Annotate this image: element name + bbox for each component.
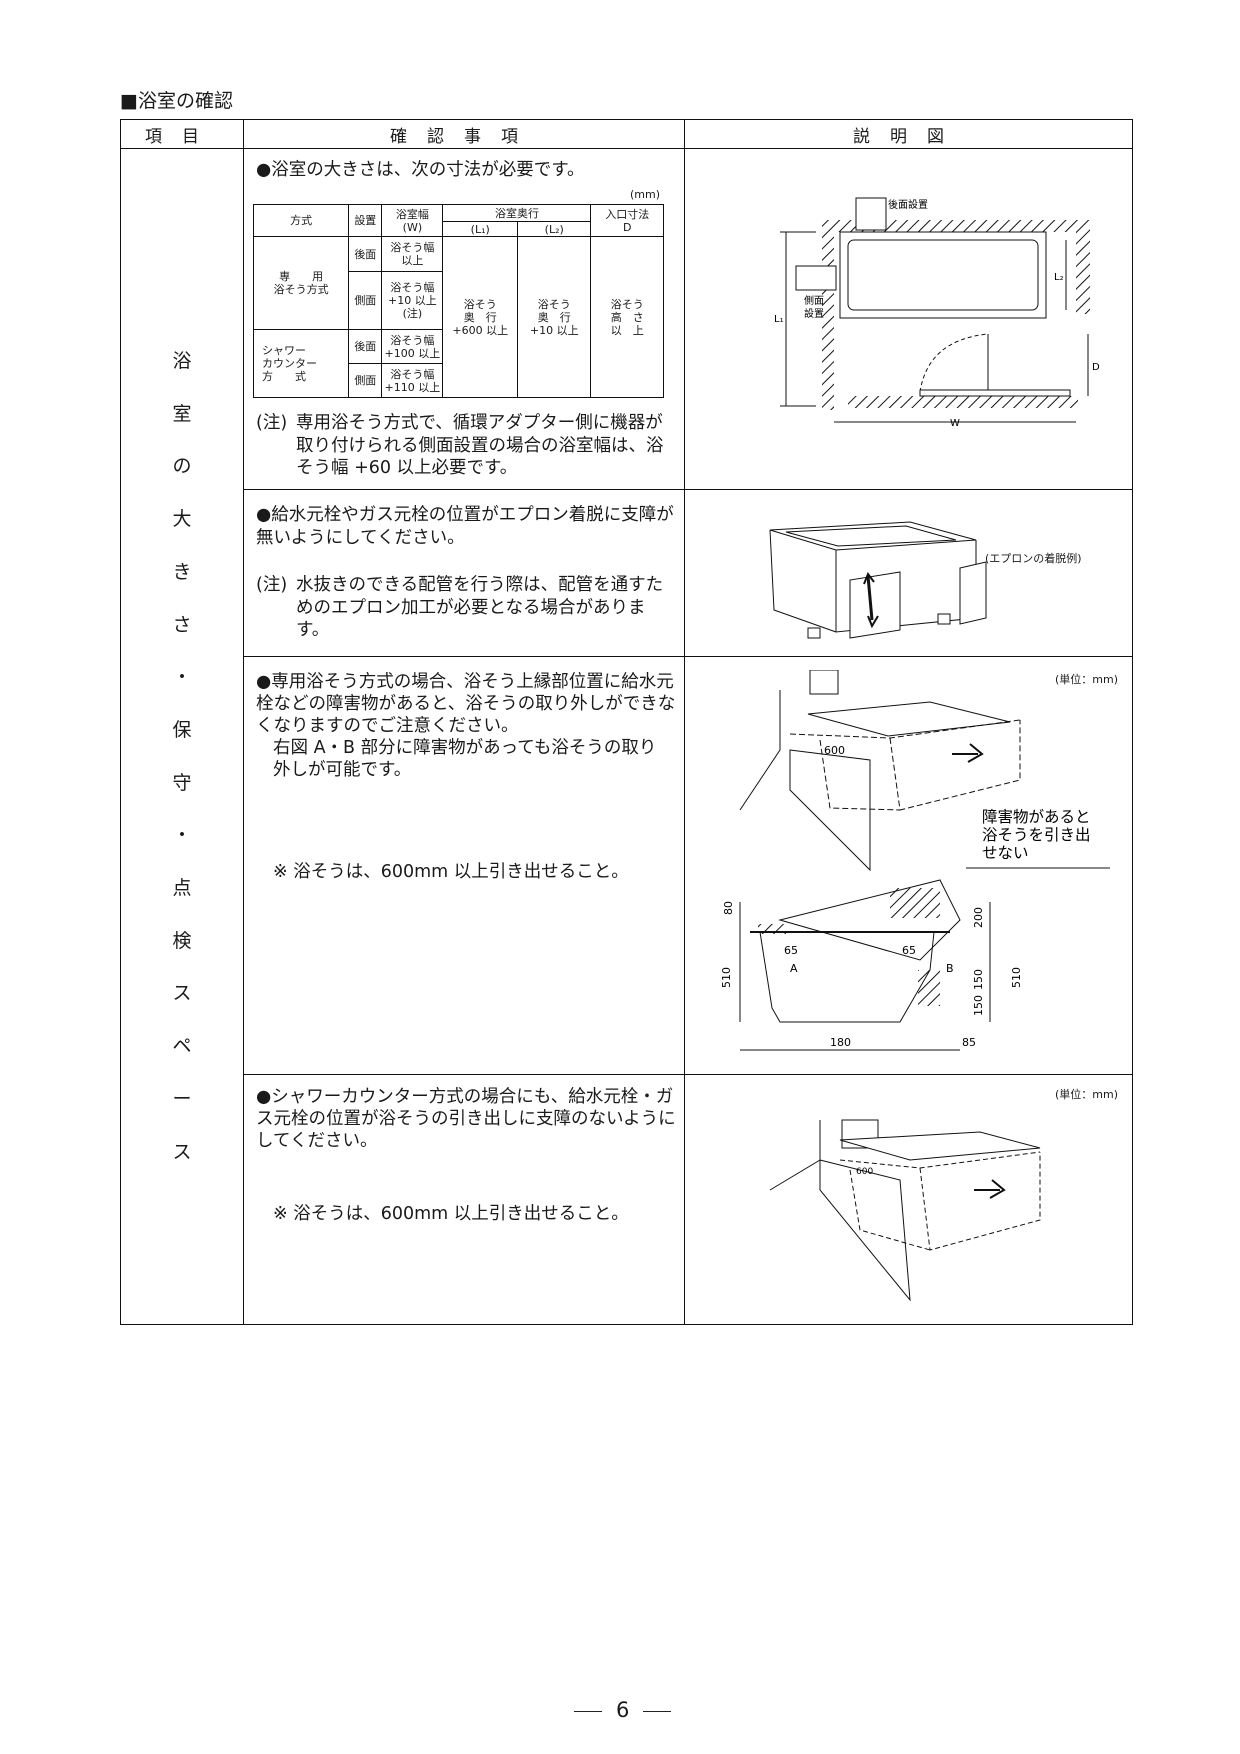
header-diagram: 説明図 [684,119,1133,149]
header-check: 確認事項 [243,119,685,149]
row3-remark: ※ 浴そうは、600mm 以上引き出せること。 [273,862,629,882]
svg-text:600: 600 [824,744,845,757]
row4-remark: ※ 浴そうは、600mm 以上引き出せること。 [273,1204,629,1224]
row2-caption: (エプロンの着脱例) [985,552,1082,565]
svg-text:L₁: L₁ [774,314,784,325]
bathtub-removal-diagram: 600 障害物があると 浴そうを引き出 せない 80 65 65 510 510… [720,670,1110,1051]
row1-note: (注) 専用浴そう方式で、循環アダプター側に機器が取り付けられる側面設置の場合の… [256,413,664,478]
row1-unit: (mm) [630,188,661,201]
svg-text:設置: 設置 [804,307,824,320]
svg-text:85: 85 [962,1036,976,1049]
page-number: 6 [560,1698,685,1722]
row1-bullet: ●浴室の大きさは、次の寸法が必要です。 [256,160,585,180]
svg-text:510: 510 [1010,967,1023,988]
svg-text:障害物があると: 障害物があると [982,808,1091,826]
row3-bullet: ●専用浴そう方式の場合、浴そう上縁部位置に給水元栓などの障害物があると、浴そうの… [256,672,676,736]
svg-text:65: 65 [902,944,916,957]
shower-counter-diagram: 600 [769,1119,1041,1302]
svg-text:せない: せない [982,844,1029,862]
svg-text:A: A [790,962,798,975]
svg-text:B: B [946,962,954,975]
svg-text:510: 510 [720,967,733,988]
svg-text:W: W [950,418,960,429]
row3-line2: 右図 A・B 部分に障害物があっても浴そうの取り外しが可能です。 [273,738,657,780]
svg-text:65: 65 [784,944,798,957]
svg-text:浴そうを引き出: 浴そうを引き出 [982,826,1091,844]
svg-text:180: 180 [830,1036,851,1049]
svg-text:L₂: L₂ [1054,272,1064,283]
section-title: ■浴室の確認 [120,90,233,112]
svg-text:150: 150 [972,995,985,1016]
svg-text:80: 80 [722,901,735,915]
svg-text:200: 200 [972,907,985,928]
svg-text:D: D [1092,362,1100,373]
row3-unit: (単位：mm) [1055,673,1119,686]
row2-note: (注) 水抜きのできる配管を行う際は、配管を通すためのエプロン加工が必要となる場… [256,575,664,640]
row2-bullet: ●給水元栓やガス元栓の位置がエプロン着脱に支障が無いようにしてください。 [256,505,674,548]
apron-removal-diagram [769,521,987,639]
svg-text:600: 600 [856,1167,873,1177]
svg-text:側面: 側面 [804,294,824,307]
item-label: 浴室 の大 きさ ・保 守・ 点検 スペ ース [120,148,244,1325]
row4-bullet: ●シャワーカウンター方式の場合にも、給水元栓・ガス元栓の位置が浴そうの引き出しに… [256,1087,676,1151]
header-item: 項目 [120,119,244,149]
bathroom-plan-diagram: 後面設置 側面 設置 L₁ L₂ D W [774,197,1100,429]
svg-text:150: 150 [972,969,985,990]
svg-text:後面設置: 後面設置 [888,198,928,211]
row4-unit: (単位：mm) [1055,1088,1119,1101]
